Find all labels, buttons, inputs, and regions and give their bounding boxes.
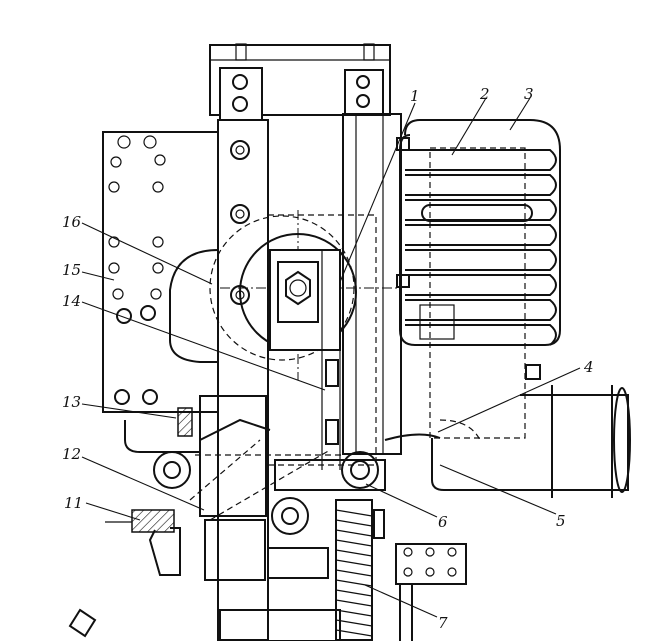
contact-assembly <box>153 418 441 535</box>
arc-horn <box>431 364 631 498</box>
terminal-plate <box>102 131 219 413</box>
callout-4: 4 <box>583 358 594 376</box>
blowout-coil <box>396 119 561 439</box>
callout-14: 14 <box>62 292 81 310</box>
callout-16: 16 <box>62 213 82 231</box>
callout-5: 5 <box>556 512 566 530</box>
lower-bracket <box>68 395 267 638</box>
callout-3: 3 <box>524 85 534 103</box>
central-armature <box>267 214 377 470</box>
leader-lines <box>81 97 581 618</box>
callout-15: 15 <box>62 261 81 279</box>
callout-11: 11 <box>64 494 83 512</box>
callout-13: 13 <box>62 393 81 411</box>
callout-6: 6 <box>438 513 448 531</box>
right-vertical-bar <box>342 69 402 455</box>
callout-1: 1 <box>410 87 420 105</box>
bottom-terminal-block <box>219 543 467 641</box>
left-vertical-bar <box>217 67 269 641</box>
callout-12: 12 <box>62 445 81 463</box>
callout-7: 7 <box>438 614 448 632</box>
top-cap <box>209 43 391 116</box>
callout-labels: 1 2 3 4 5 6 7 11 12 13 14 15 16 <box>62 85 594 632</box>
compression-spring <box>335 499 385 641</box>
callout-2: 2 <box>479 85 490 103</box>
